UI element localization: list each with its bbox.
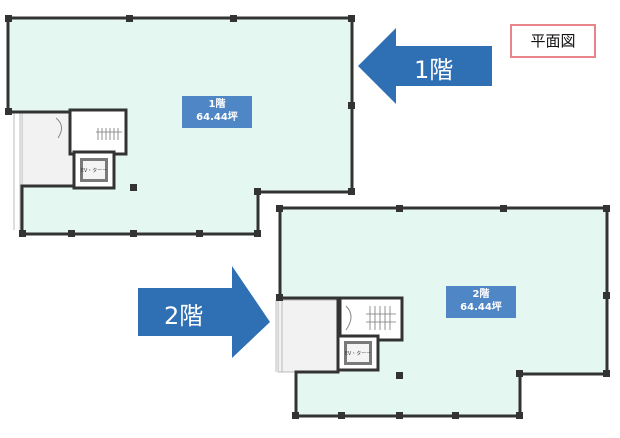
plan-legend-label: 平面図 bbox=[530, 32, 576, 50]
floor-2-area: 64.44坪 bbox=[460, 302, 502, 313]
floor-1-plan: EV・ターー bbox=[5, 15, 355, 237]
floor-1-entrance-area bbox=[21, 111, 75, 187]
floor-2-elevator-label: EV・ターー bbox=[345, 350, 372, 357]
floor-1-arrow bbox=[358, 28, 492, 104]
floor-2-stair-core bbox=[338, 296, 404, 342]
floor-1-area: 64.44坪 bbox=[196, 112, 238, 123]
floor-2-columns bbox=[276, 205, 610, 419]
floor-2-tag: 2階 64.44坪 bbox=[446, 286, 516, 318]
floor-1-elevator-label: EV・ターー bbox=[81, 167, 108, 174]
plan-legend-box: 平面図 bbox=[510, 24, 596, 58]
floor-2-name: 2階 bbox=[472, 289, 490, 300]
floor-2-plan: EV・ターー bbox=[275, 205, 610, 419]
floor-2-entrance-area bbox=[277, 299, 339, 373]
floor-1-columns bbox=[5, 15, 355, 237]
floor-2-arrow-label: 2階 bbox=[164, 302, 204, 330]
floor-1-arrow-label: 1階 bbox=[414, 56, 454, 84]
floor-1-name: 1階 bbox=[208, 99, 226, 110]
floor-2-arrow bbox=[138, 266, 270, 358]
floor-1-tag: 1階 64.44坪 bbox=[182, 96, 252, 128]
